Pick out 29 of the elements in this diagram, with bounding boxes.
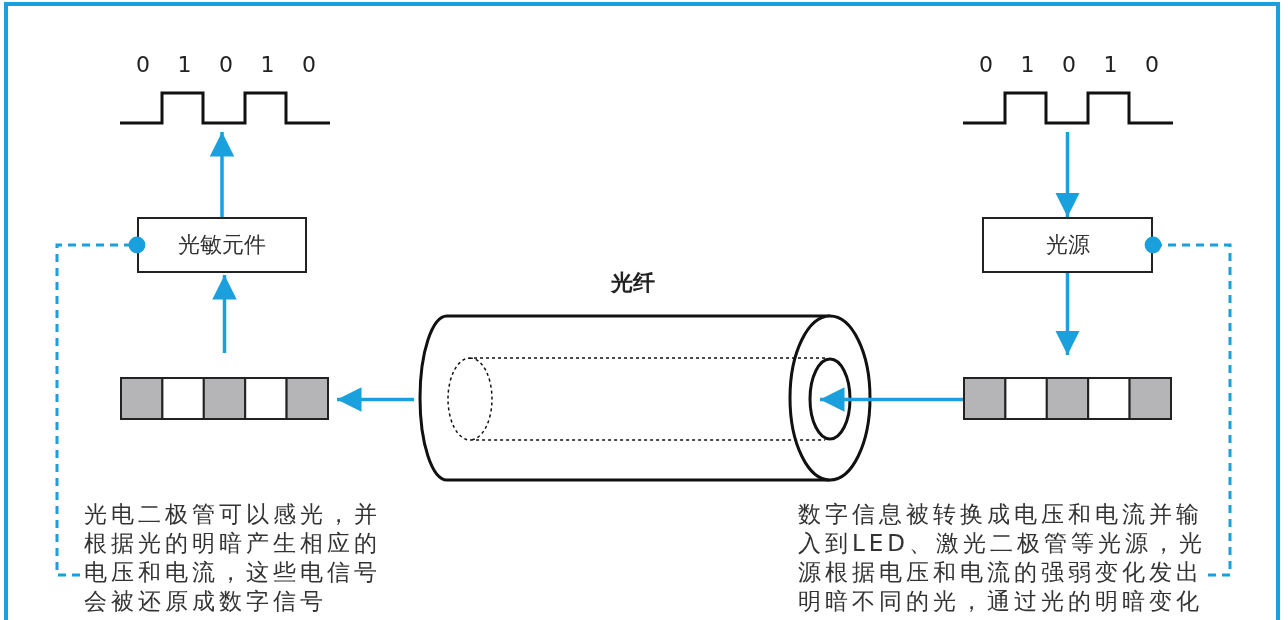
square-wave-signal xyxy=(120,90,330,126)
light-pulse-strip xyxy=(120,377,329,420)
bit-digit: 0 xyxy=(978,52,994,77)
bit-digit: 1 xyxy=(1102,52,1119,77)
bit-digit: 1 xyxy=(176,52,193,77)
square-wave-signal xyxy=(963,90,1173,126)
arrow xyxy=(337,387,414,412)
light-pulse-strip xyxy=(963,377,1172,420)
bit-digit: 1 xyxy=(1019,52,1036,77)
bit-digit: 0 xyxy=(135,52,151,77)
bit-digit: 0 xyxy=(1144,52,1160,77)
fiber-label: 光纤 xyxy=(611,269,655,297)
box-label: 光源 xyxy=(1045,231,1090,259)
process-box xyxy=(982,217,1153,273)
arrow xyxy=(1055,273,1080,355)
bit-digit: 0 xyxy=(301,52,317,77)
bit-digit: 0 xyxy=(218,52,234,77)
arrow xyxy=(1055,132,1080,217)
description-text: 光电二极管可以感光，并根据光的明暗产生相应的电压和电流，这些电信号会被还原成数字信号 xyxy=(84,500,382,616)
bit-digit: 0 xyxy=(1061,52,1077,77)
description-text: 数字信息被转换成电压和电流并输入到LED、激光二极管等光源，光源根据电压和电流的强弱变化发出明暗不同的光，通过光的明暗变化 xyxy=(798,500,1208,616)
bit-digit: 1 xyxy=(259,52,276,77)
arrow xyxy=(820,387,963,412)
arrow xyxy=(209,132,235,217)
process-box xyxy=(137,217,307,273)
dashed-connector xyxy=(55,236,146,577)
arrow xyxy=(212,275,237,353)
box-label: 光敏元件 xyxy=(178,231,266,259)
dashed-connector xyxy=(1144,236,1232,577)
